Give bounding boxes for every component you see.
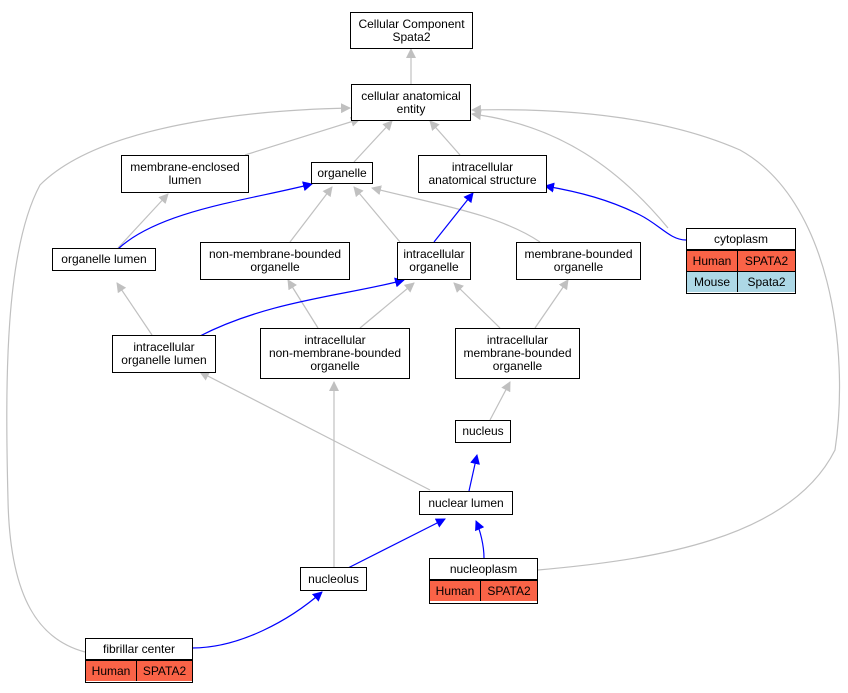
node-intracellular-membrane-bounded-organelle[interactable]: intracellular membrane-bounded organelle — [455, 328, 580, 379]
edge-iol-io — [199, 277, 405, 337]
gene-cell: Spata2 — [737, 272, 795, 292]
node-intracellular-non-membrane-bounded-organelle[interactable]: intracellular non-membrane-bounded organ… — [260, 328, 410, 379]
edge-orglumen-mel — [117, 193, 169, 249]
node-nucleoplasm-title: nucleoplasm — [430, 559, 537, 580]
edge-nucleoplasm-nuclum — [475, 520, 485, 559]
edge-inmbo-nmbo — [287, 279, 319, 329]
edge-inmbo-io — [359, 282, 415, 329]
node-cytoplasm-title: cytoplasm — [687, 229, 795, 250]
node-nucleolus[interactable]: nucleolus — [300, 567, 367, 591]
node-non-membrane-bounded-organelle[interactable]: non-membrane-bounded organelle — [200, 242, 350, 280]
edge-imbo-mbo — [534, 279, 569, 329]
edge-nuclum-nucleus — [468, 454, 480, 492]
edge-mel-cae — [244, 116, 361, 156]
node-fibrillar-center[interactable]: fibrillar center Human SPATA2 — [85, 638, 193, 683]
edge-io-organelle — [353, 186, 401, 243]
node-membrane-enclosed-lumen[interactable]: membrane-enclosed lumen — [121, 155, 249, 193]
table-row: Human SPATA2 — [687, 250, 795, 271]
edge-io-ias — [433, 192, 474, 243]
species-cell: Mouse — [693, 275, 731, 289]
edge-nuclum-iol — [199, 371, 431, 491]
edge-ias-cae — [429, 120, 461, 156]
gene-cell: SPATA2 — [737, 251, 795, 271]
node-membrane-bounded-organelle[interactable]: membrane-bounded organelle — [516, 242, 641, 280]
edge-nucleus-imbo — [489, 381, 511, 421]
node-intracellular-anatomical-structure[interactable]: intracellular anatomical structure — [418, 155, 547, 193]
edge-iol-orglumen — [116, 282, 153, 336]
edge-orglumen-organelle — [117, 181, 313, 250]
table-row: Human SPATA2 — [430, 580, 537, 601]
edge-imbo-io — [453, 282, 501, 329]
species-cell: Human — [692, 254, 732, 268]
edge-fibrillar-nucleolus — [191, 591, 323, 649]
edge-mbo-organelle — [371, 185, 541, 243]
edge-fibrillar-cae — [6, 103, 351, 653]
species-cell: Human — [91, 664, 131, 678]
node-intracellular-organelle[interactable]: intracellular organelle — [397, 242, 471, 280]
node-organelle-lumen[interactable]: organelle lumen — [52, 248, 156, 271]
table-row: Mouse Spata2 — [687, 271, 795, 292]
node-cellular-anatomical-entity[interactable]: cellular anatomical entity — [351, 84, 471, 121]
gene-cell: SPATA2 — [136, 661, 192, 681]
node-cytoplasm[interactable]: cytoplasm Human SPATA2 Mouse Spata2 — [686, 228, 796, 294]
node-nucleoplasm[interactable]: nucleoplasm Human SPATA2 — [429, 558, 538, 604]
edge-nmbo-organelle — [289, 186, 333, 243]
gene-cell: SPATA2 — [480, 581, 537, 601]
edge-cytoplasm-ias — [544, 182, 687, 241]
node-cellular-component-spata2[interactable]: Cellular Component Spata2 — [350, 12, 473, 49]
edge-cytoplasm-cae — [471, 110, 669, 229]
node-nuclear-lumen[interactable]: nuclear lumen — [419, 491, 513, 515]
table-row: Human SPATA2 — [86, 660, 192, 681]
edge-nucleolus-nuclum — [347, 518, 446, 569]
node-organelle[interactable]: organelle — [311, 162, 373, 184]
species-cell: Human — [435, 584, 475, 598]
node-intracellular-organelle-lumen[interactable]: intracellular organelle lumen — [112, 335, 216, 373]
edge-organelle-cae — [353, 120, 393, 163]
edge-nucleoplasm-cae — [471, 104, 841, 571]
node-nucleus[interactable]: nucleus — [455, 420, 511, 443]
node-fibrillar-center-title: fibrillar center — [86, 639, 192, 660]
